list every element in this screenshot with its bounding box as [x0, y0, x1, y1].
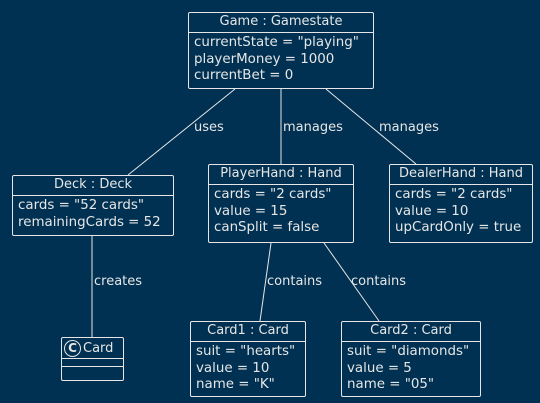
attribute: currentBet = 0 [194, 68, 294, 83]
manages-dealer-label: manages [379, 120, 439, 135]
class-card-attributes-section [62, 359, 123, 367]
object-game-attributes: currentState = "playing" playerMoney = 1… [189, 33, 373, 85]
contains-card2-label: contains [351, 274, 407, 289]
attribute: upCardOnly = true [395, 220, 522, 235]
object-player-hand-title: PlayerHand : Hand [209, 165, 353, 185]
attribute: cards = "2 cards" [214, 187, 332, 202]
object-player-hand-attributes: cards = "2 cards" value = 15 canSplit = … [209, 185, 353, 237]
object-game[interactable]: Game : Gamestate currentState = "playing… [188, 12, 374, 89]
class-card-header: C Card [62, 338, 123, 359]
object-card2-title: Card2 : Card [342, 322, 480, 342]
contains-card1-line [259, 242, 272, 322]
attribute: value = 15 [214, 203, 288, 219]
object-dealer-hand-attributes: cards = "2 cards" value = 10 upCardOnly … [390, 185, 532, 237]
class-card-name: Card [83, 340, 114, 356]
object-dealer-hand[interactable]: DealerHand : Hand cards = "2 cards" valu… [389, 164, 533, 243]
object-deck-attributes: cards = "52 cards" remainingCards = 52 [13, 196, 173, 231]
creates-label: creates [94, 274, 143, 289]
object-card1[interactable]: Card1 : Card suit = "hearts" value = 10 … [190, 321, 306, 397]
attribute: name = "K" [196, 377, 275, 392]
attribute: currentState = "playing" [194, 35, 359, 50]
uses-line [127, 88, 236, 176]
attribute: suit = "diamonds" [347, 344, 470, 359]
contains-card1-label: contains [267, 274, 323, 289]
attribute: value = 10 [395, 203, 469, 219]
attribute: remainingCards = 52 [18, 214, 161, 230]
object-card1-attributes: suit = "hearts" value = 10 name = "K" [191, 342, 305, 394]
class-stereotype-icon: C [64, 339, 81, 357]
uses-label: uses [194, 120, 224, 135]
attribute: value = 5 [347, 360, 412, 376]
attribute: cards = "2 cards" [395, 187, 513, 202]
object-game-title: Game : Gamestate [189, 13, 373, 33]
object-card1-title: Card1 : Card [191, 322, 305, 342]
attribute: name = "05" [347, 377, 435, 392]
contains-card2-line [323, 242, 380, 322]
object-dealer-hand-title: DealerHand : Hand [390, 165, 532, 185]
attribute: value = 10 [196, 360, 270, 376]
attribute: playerMoney = 1000 [194, 51, 335, 67]
attribute: cards = "52 cards" [18, 198, 144, 213]
manages-player-label: manages [283, 120, 343, 135]
object-deck-title: Deck : Deck [13, 176, 173, 196]
object-deck[interactable]: Deck : Deck cards = "52 cards" remaining… [12, 175, 174, 236]
object-card2-attributes: suit = "diamonds" value = 5 name = "05" [342, 342, 480, 394]
class-card[interactable]: C Card [61, 337, 124, 381]
object-card2[interactable]: Card2 : Card suit = "diamonds" value = 5… [341, 321, 481, 397]
object-player-hand[interactable]: PlayerHand : Hand cards = "2 cards" valu… [208, 164, 354, 243]
manages-dealer-line [325, 88, 417, 165]
attribute: canSplit = false [214, 220, 320, 235]
attribute: suit = "hearts" [196, 344, 296, 359]
class-card-methods-section [62, 367, 123, 374]
